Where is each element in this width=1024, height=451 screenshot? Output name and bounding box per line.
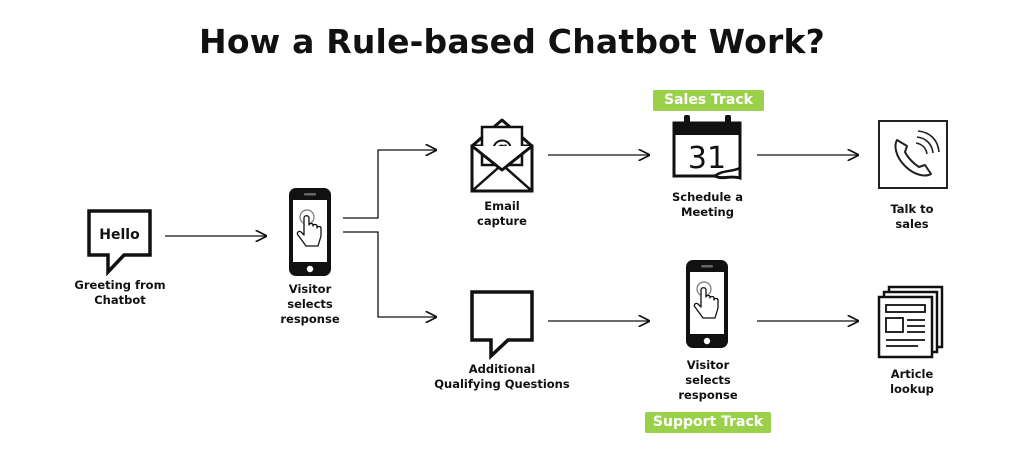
support-track-badge: Support Track <box>645 412 771 433</box>
email-capture-label: Email capture <box>477 199 527 228</box>
phone-call-icon <box>878 120 948 189</box>
additional-questions-label: Additional Qualifying Questions <box>434 362 570 391</box>
visitor-selects-label-2: Visitor selects response <box>678 358 738 402</box>
article-newspaper-icon <box>877 285 944 359</box>
schedule-meeting-label: Schedule a Meeting <box>671 190 743 219</box>
hello-bubble-text: Hello <box>99 227 140 243</box>
visitor-selects-label-1: Visitor selects response <box>280 282 340 326</box>
talk-to-sales-label: Talk to sales <box>890 202 934 231</box>
phone-touch-icon-2 <box>686 260 728 348</box>
arrow-visitor-to-email <box>343 150 436 219</box>
calendar-icon: 31 <box>672 115 742 181</box>
greeting-label: Greeting from Chatbot <box>74 278 166 307</box>
arrow-visitor-to-questions <box>343 231 436 317</box>
article-lookup-label: Article lookup <box>890 367 934 396</box>
page-title: How a Rule-based Chatbot Work? <box>199 22 825 61</box>
speech-bubble-icon: Hello <box>87 209 152 277</box>
sales-track-badge: Sales Track <box>653 90 764 111</box>
phone-touch-icon <box>289 188 331 276</box>
email-envelope-icon: @ <box>470 118 534 193</box>
calendar-day-text: 31 <box>688 141 726 176</box>
question-bubble-icon <box>470 290 534 361</box>
